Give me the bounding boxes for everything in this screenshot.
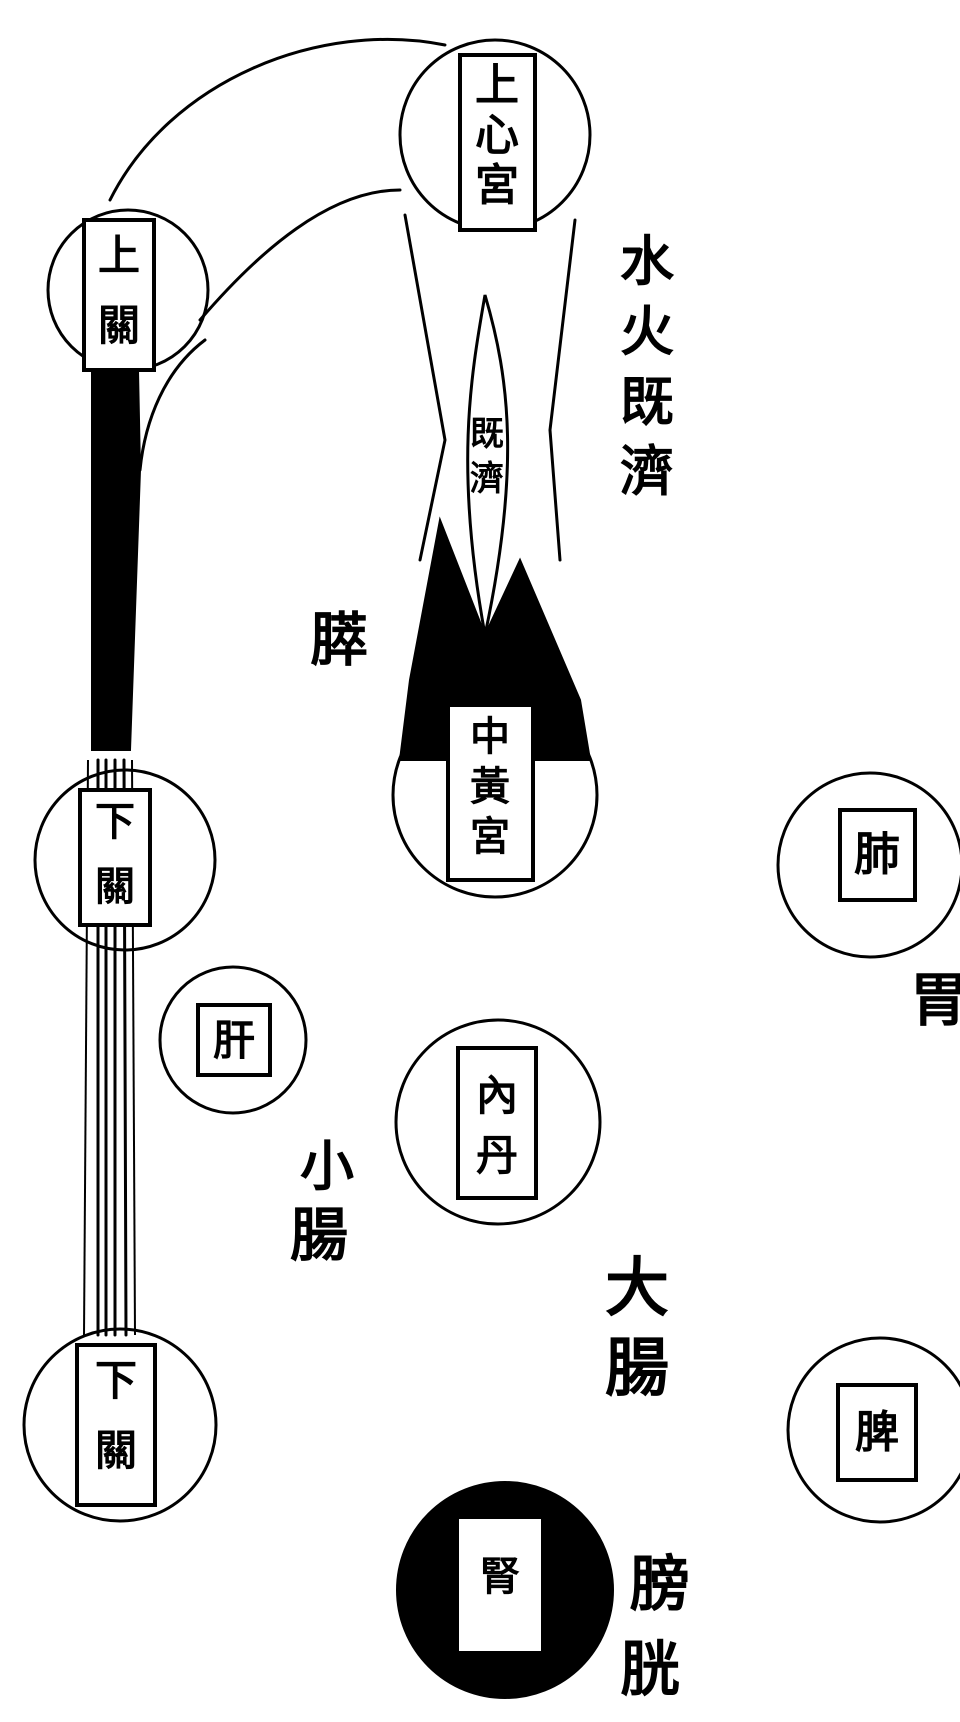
upper-gate-char-2: 關 (98, 301, 140, 350)
inner-dan-char-2: 丹 (476, 1131, 518, 1180)
node-middle-palace: 中 黃 宮 (391, 691, 599, 899)
lower-mid-char-2: 關 (95, 863, 135, 910)
water-fire-char-3: 既 (620, 369, 674, 433)
label-small-intestine: 小 腸 (290, 1134, 354, 1269)
bladder-char-2: 胱 (620, 1635, 680, 1705)
water-fire-char-2: 火 (620, 299, 674, 363)
node-small-kidney: 肝 (158, 965, 308, 1115)
large-intestine-char-1: 大 (605, 1251, 669, 1326)
node-lower-gate: 下 關 (22, 1327, 218, 1523)
middle-char-3: 宮 (470, 813, 510, 860)
node-upper-heart-palace: 上 心 宮 (398, 38, 592, 232)
connecting-arc-inner (198, 188, 402, 322)
node-upper-gate: 上 關 (46, 208, 210, 372)
funnel-inner-glyph-2: 濟 (470, 459, 504, 499)
water-fire-char-4: 濟 (620, 439, 674, 503)
label-large-intestine: 大 腸 (605, 1251, 669, 1406)
lower-char-2: 關 (95, 1426, 137, 1475)
middle-char-1: 中 (470, 713, 510, 760)
upper-gate-char-1: 上 (98, 231, 140, 280)
funnel-inner-glyph: 既 (470, 414, 504, 454)
lower-mid-char-1: 下 (95, 798, 135, 845)
connecting-arc-outer (108, 37, 447, 202)
bladder-char-1: 膀 (629, 1550, 690, 1620)
kidney-black-label: 腎 (480, 1553, 520, 1600)
node-liver: 肺 (776, 771, 960, 959)
large-intestine-char-2: 腸 (605, 1331, 669, 1406)
node-kidney-black: 腎 (396, 1481, 614, 1699)
label-water-fire: 水 火 既 濟 (620, 229, 675, 503)
water-fire-char-1: 水 (620, 229, 675, 293)
node-spleen: 脾 (786, 1336, 960, 1524)
label-bladder: 膀 胱 (620, 1550, 690, 1705)
heart-char-2: 心 (475, 110, 519, 161)
lower-char-1: 下 (95, 1356, 137, 1405)
small-intestine-char-2: 腸 (290, 1201, 348, 1269)
inner-dan-char-1: 內 (476, 1071, 518, 1120)
node-lower-gate-mid: 下 關 (33, 768, 217, 952)
liver-label: 肺 (854, 827, 900, 881)
small-intestine-char-1: 小 (300, 1134, 354, 1198)
label-middle-mark: 膵 (310, 606, 368, 674)
water-fire-funnel: 既 濟 (398, 213, 592, 761)
node-inner-dan: 內 丹 (394, 1018, 602, 1226)
label-stomach: 胃 (910, 966, 960, 1034)
heart-char-1: 上 (475, 60, 519, 111)
spleen-label: 脾 (855, 1407, 899, 1458)
heart-char-3: 宮 (475, 160, 519, 211)
middle-char-2: 黃 (470, 763, 510, 810)
small-kidney-label: 肝 (213, 1016, 255, 1065)
spine-channel (83, 338, 207, 1337)
